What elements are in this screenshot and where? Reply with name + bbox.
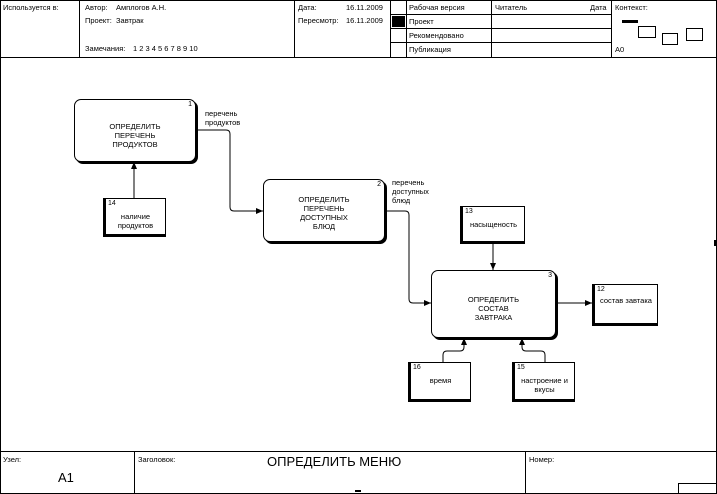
arrow-products	[196, 129, 263, 214]
activity-label-line: ПЕРЕЧЕНЬ	[114, 131, 156, 140]
ref-number: 14	[108, 200, 116, 207]
status-project: Проект	[409, 17, 434, 26]
header-row-line	[390, 28, 611, 29]
header-row-line	[390, 42, 611, 43]
activity-label-line: ОПРЕДЕЛИТЬ	[109, 122, 161, 131]
ref-label-line: вкусы	[534, 385, 555, 394]
ref-14-availability[interactable]: 14 наличие продуктов	[103, 198, 166, 237]
activity-number: 2	[377, 181, 381, 188]
context-thumb-box	[686, 28, 703, 41]
arrow-dishes	[384, 210, 431, 306]
ref-number: 13	[465, 208, 473, 215]
footer-divider	[134, 451, 135, 494]
date-value: 16.11.2009	[346, 3, 383, 12]
activity-2[interactable]: 2 ОПРЕДЕЛИТЬ ПЕРЕЧЕНЬ ДОСТУПНЫХ БЛЮД	[263, 179, 385, 242]
context-thumb-box	[662, 33, 678, 45]
activity-1[interactable]: 1 ОПРЕДЕЛИТЬ ПЕРЕЧЕНЬ ПРОДУКТОВ	[74, 99, 196, 162]
reader-label: Читатель	[495, 3, 528, 12]
notes-value: 1 2 3 4 5 6 7 8 9 10	[133, 44, 198, 53]
edge-tick	[714, 240, 716, 246]
context-thumb-box	[638, 26, 656, 38]
ref-number: 15	[517, 364, 525, 371]
ref-15-mood[interactable]: 15 настроение и вкусы	[512, 362, 575, 402]
current-status-marker	[392, 16, 405, 27]
used-in-label: Используется в:	[3, 3, 59, 12]
ref-12-breakfast[interactable]: 12 состав завтака	[592, 284, 658, 326]
footer-page-corner	[678, 483, 717, 494]
diagram-title: ОПРЕДЕЛИТЬ МЕНЮ	[267, 454, 402, 469]
title-label: Заголовок:	[138, 455, 176, 464]
ref-number: 16	[413, 364, 421, 371]
arrow-label-line: блюд	[392, 196, 411, 205]
activity-label-line: ДОСТУПНЫХ	[300, 213, 348, 222]
review-value: 16.11.2009	[346, 16, 383, 25]
activity-label-line: ПРОДУКТОВ	[112, 140, 158, 149]
footer-tick	[355, 490, 361, 492]
arrow-time	[442, 338, 467, 362]
date-label: Дата:	[298, 3, 317, 12]
arrow-label-line: перечень	[205, 109, 238, 118]
footer-top-line	[0, 451, 717, 452]
activity-label-line: ПЕРЕЧЕНЬ	[303, 204, 345, 213]
ref-16-time[interactable]: 16 время	[408, 362, 471, 402]
arrow-label-line: перечень	[392, 178, 425, 187]
activity-label-line: ОПРЕДЕЛИТЬ	[467, 295, 520, 304]
arrow-label-line: доступных	[392, 187, 429, 196]
ref-label-line: насыщеность	[469, 220, 518, 229]
activity-label-line: СОСТАВ	[478, 304, 509, 313]
ref-label-line: наличие	[120, 212, 151, 221]
activity-3[interactable]: 3 ОПРЕДЕЛИТЬ СОСТАВ ЗАВТРАКА	[431, 270, 556, 338]
arrow-mood	[519, 338, 546, 362]
author-label: Автор:	[85, 3, 108, 12]
activity-label-line: ОПРЕДЕЛИТЬ	[298, 195, 350, 204]
project-label: Проект:	[85, 16, 112, 25]
node-label: Узел:	[3, 455, 22, 464]
context-thumb-current	[622, 20, 638, 23]
reader-date-label: Дата	[590, 3, 607, 12]
header-row-line	[390, 14, 611, 15]
footer-divider	[525, 451, 526, 494]
project-value: Завтрак	[116, 16, 144, 25]
activity-number: 3	[548, 272, 552, 279]
activity-label-line: ЗАВТРАКА	[474, 313, 513, 322]
node-value: A1	[58, 470, 74, 485]
status-publication: Публикация	[409, 45, 451, 54]
header-bottom-line	[0, 57, 717, 58]
review-label: Пересмотр:	[298, 16, 339, 25]
ref-13-satiety[interactable]: 13 насыщеность	[460, 206, 525, 244]
ref-label-line: настроение и	[521, 376, 568, 385]
status-working: Рабочая версия	[409, 3, 465, 12]
context-label: Контекст:	[615, 3, 648, 12]
number-label: Номер:	[529, 455, 555, 464]
notes-label: Замечания:	[85, 44, 126, 53]
header-divider	[79, 0, 80, 57]
activity-number: 1	[188, 101, 192, 108]
header-divider	[611, 0, 612, 57]
ref-label-line: продуктов	[117, 221, 154, 230]
status-recommended: Рекомендовано	[409, 31, 464, 40]
arrow-label-line: продуктов	[205, 118, 241, 127]
header-divider	[294, 0, 295, 57]
ref-label-line: состав завтака	[600, 296, 652, 305]
activity-label-line: БЛЮД	[312, 222, 336, 231]
ref-number: 12	[597, 286, 605, 293]
ref-label-line: время	[429, 376, 452, 385]
author-value: Амплогов А.Н.	[116, 3, 167, 12]
context-node: A0	[615, 45, 625, 54]
